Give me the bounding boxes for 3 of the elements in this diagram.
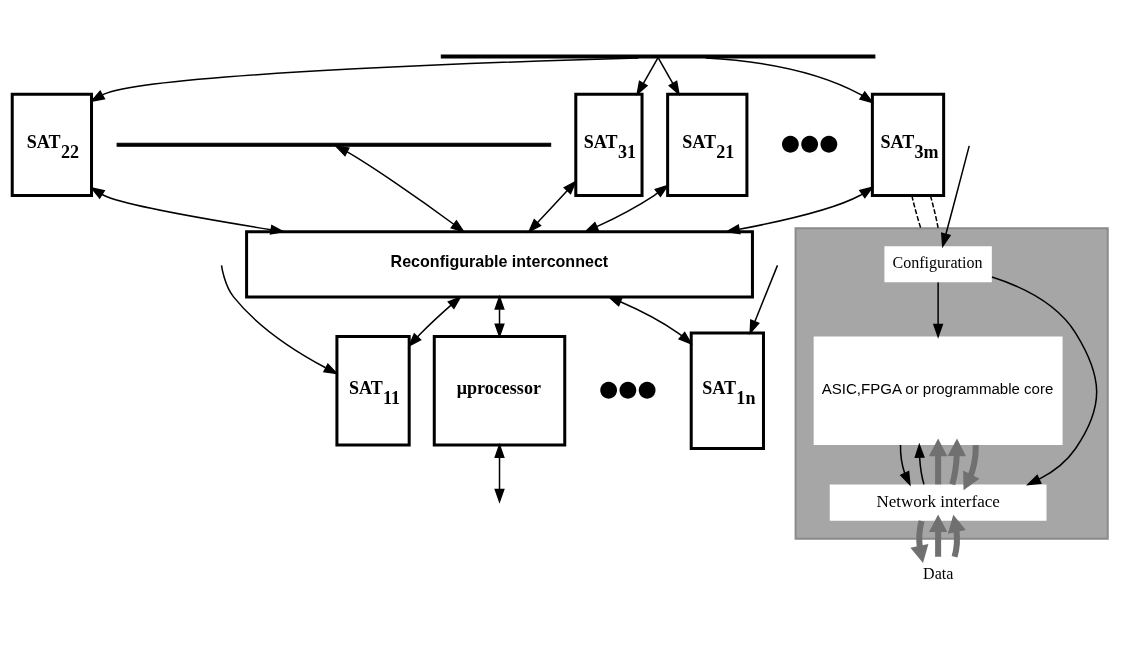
label: ●●●	[599, 375, 657, 401]
node-text: Data	[923, 564, 954, 582]
label: ●●●	[780, 129, 839, 155]
